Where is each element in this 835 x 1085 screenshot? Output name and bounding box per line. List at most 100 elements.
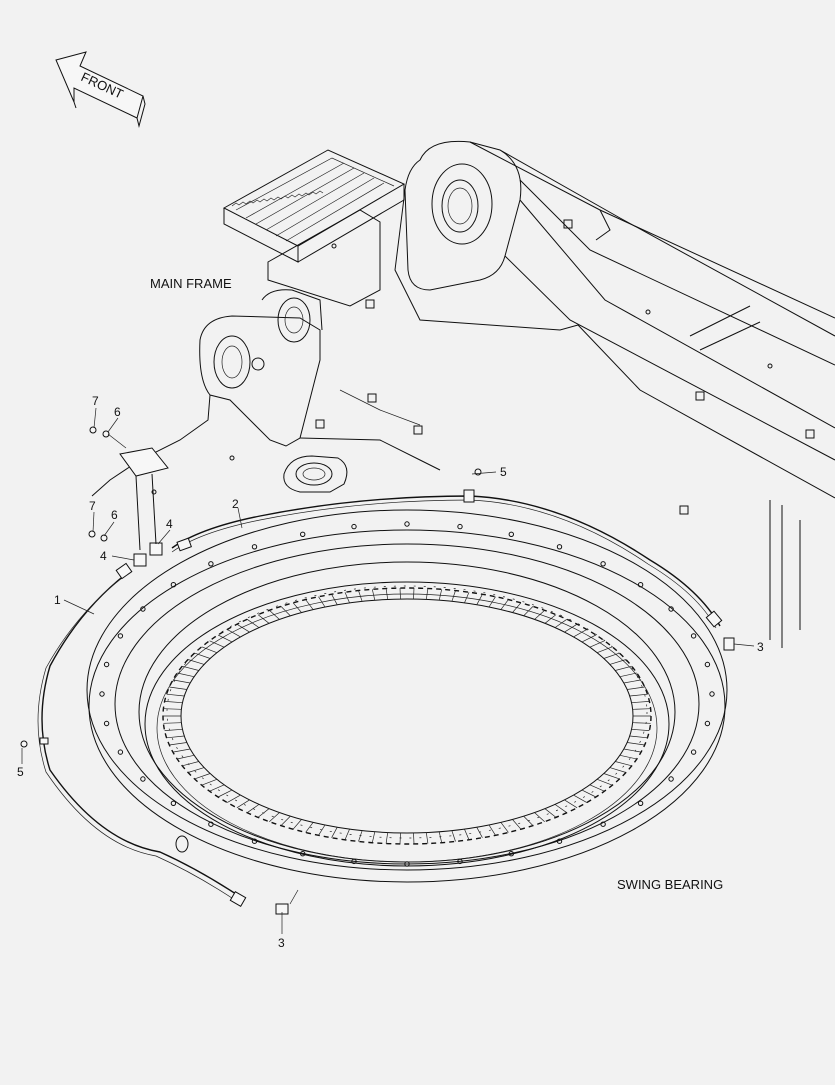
- gear-tooth: [371, 589, 376, 601]
- gear-tooth: [331, 827, 338, 838]
- gear-tooth: [318, 596, 326, 608]
- gear-tooth: [554, 619, 568, 628]
- gear-tooth: [257, 614, 270, 624]
- gear-tooth: [564, 623, 578, 633]
- bolt-hole: [600, 561, 606, 567]
- callout-3-right: 3: [757, 640, 764, 654]
- callout-4-lower: 4: [100, 549, 107, 563]
- main-frame: [91, 140, 835, 648]
- gear-tooth: [573, 629, 587, 638]
- gear-tooth: [476, 827, 483, 838]
- gear-tooth: [217, 789, 233, 798]
- gear-tooth: [166, 735, 185, 739]
- gear-tooth: [172, 748, 191, 753]
- gear-tooth: [564, 799, 578, 809]
- gear-tooth: [194, 773, 211, 780]
- gear-tooth: [236, 623, 250, 633]
- gear-tooth: [581, 634, 597, 643]
- gear-tooth: [358, 590, 363, 602]
- gear-tooth: [399, 588, 401, 600]
- gear-tooth: [464, 829, 470, 840]
- gear-tooth: [385, 832, 389, 844]
- callout-4-upper: 4: [166, 517, 173, 531]
- gear-tooth: [246, 804, 260, 813]
- main-frame-label: MAIN FRAME: [150, 276, 232, 291]
- gear-tooth: [305, 599, 314, 610]
- bolt-hole: [637, 582, 644, 588]
- callout-6-upper: 6: [114, 405, 121, 419]
- gear-tooth: [631, 701, 650, 704]
- gear-tooth: [169, 742, 187, 746]
- gear-tooth: [523, 815, 534, 826]
- bolt-hole: [99, 691, 105, 697]
- bolt-hole: [103, 661, 110, 668]
- bolt-hole: [117, 633, 124, 639]
- bolt-hole: [300, 531, 306, 537]
- gear-tooth: [438, 589, 443, 601]
- bolt-hole: [704, 720, 711, 727]
- bolt-hole: [508, 531, 514, 537]
- gear-tooth: [573, 794, 587, 803]
- bolt-hole: [457, 858, 463, 865]
- gear-tooth: [603, 652, 620, 659]
- gear-tooth: [425, 588, 429, 600]
- gear-tooth: [413, 832, 415, 844]
- bolt-hole: [404, 861, 410, 867]
- bolt-hole: [351, 858, 357, 865]
- gear-tooth: [534, 610, 545, 620]
- gear-tooth: [500, 599, 509, 610]
- bolt-hole: [704, 661, 711, 668]
- gear-tooth: [476, 594, 483, 605]
- gear-tooth: [292, 819, 302, 830]
- gear-tooth: [581, 789, 597, 798]
- gear-tooth: [615, 665, 632, 671]
- callout-3-bottom: 3: [278, 936, 285, 950]
- callout-2: 2: [232, 497, 239, 511]
- bolt-hole: [300, 851, 306, 857]
- gear-tooth: [629, 735, 648, 739]
- gear-tooth: [451, 830, 456, 842]
- gear-tooth: [177, 754, 195, 760]
- gear-tooth: [177, 672, 195, 678]
- gear-tooth: [292, 602, 302, 613]
- bolt-hole: [690, 749, 697, 755]
- gear-tooth: [331, 594, 338, 605]
- gear-tooth: [385, 588, 389, 600]
- gear-tooth: [619, 672, 637, 678]
- gear-tooth: [172, 679, 191, 684]
- gear-tooth: [169, 686, 187, 690]
- gear-tooth: [629, 693, 648, 697]
- bolt-hole: [556, 838, 563, 844]
- gear-tooth: [464, 592, 470, 603]
- gear-tooth: [305, 822, 314, 833]
- gear-tooth: [413, 588, 415, 600]
- gear-tooth: [512, 602, 522, 613]
- gear-tooth: [318, 824, 326, 836]
- gear-tooth: [269, 812, 280, 822]
- gear-tooth: [615, 761, 632, 767]
- gear-tooth: [632, 708, 651, 710]
- swing-bearing-label: SWING BEARING: [617, 877, 723, 892]
- bolt-hole: [170, 582, 177, 588]
- bolt-hole: [170, 800, 177, 806]
- gear-tooth: [603, 773, 620, 780]
- gear-tooth: [619, 754, 637, 760]
- gear-tooth: [182, 761, 199, 767]
- callout-1: 1: [54, 593, 61, 607]
- fittings: [20, 426, 735, 915]
- gear-tooth: [344, 829, 350, 840]
- gear-tooth: [399, 832, 401, 844]
- bolt-hole: [508, 851, 514, 857]
- gear-tooth: [632, 722, 651, 724]
- gear-tooth: [438, 831, 443, 843]
- gear-tooth: [209, 784, 225, 792]
- gear-tooth: [163, 722, 182, 724]
- gear-tooth: [488, 596, 496, 608]
- gear-tooth: [523, 606, 534, 617]
- swing-bearing: [86, 509, 728, 883]
- gear-tooth: [209, 640, 225, 648]
- bolt-hole: [103, 720, 110, 727]
- gear-tooth: [627, 686, 645, 690]
- gear-tooth: [280, 606, 291, 617]
